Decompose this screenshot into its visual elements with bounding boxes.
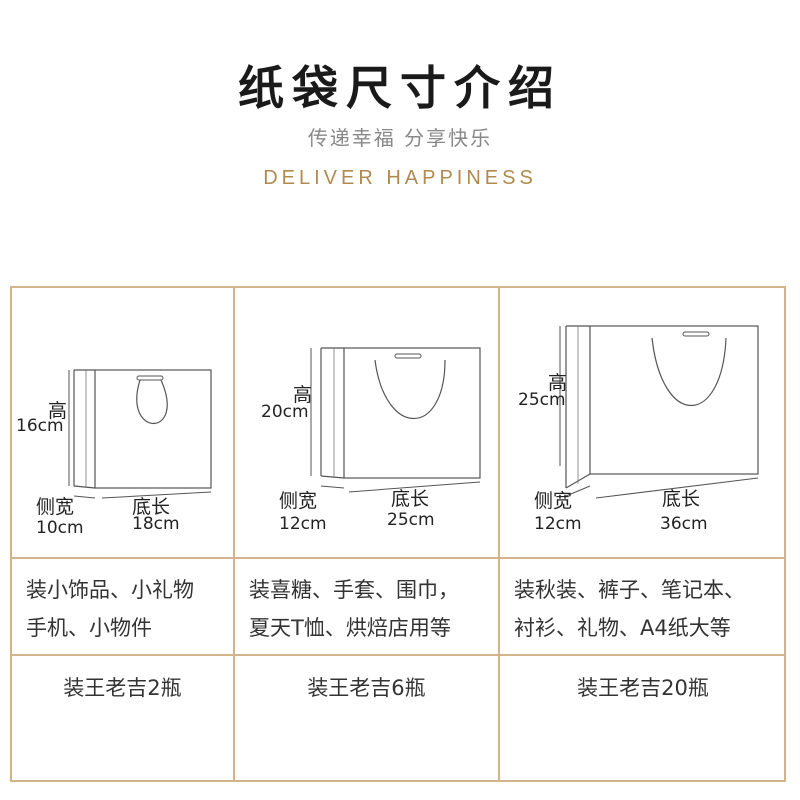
side-label: 侧宽 [534, 490, 573, 512]
bag-diagram-small: 高 16cm 侧宽 10cm 底长 18cm [12, 288, 233, 557]
use-line: 装小饰品、小礼物 [26, 578, 194, 602]
bag-diagram-medium: 高 20cm 侧宽 12cm 底长 25cm [235, 288, 498, 557]
height-label: 高 [48, 400, 68, 422]
uses-small: 装小饰品、小礼物 手机、小物件 [12, 559, 233, 654]
bag-small-drawing [68, 369, 212, 499]
bottom-label: 底长 [391, 488, 430, 510]
side-value: 10cm [36, 518, 84, 538]
tagline: DELIVER HAPPINESS [263, 167, 537, 189]
bottom-value: 18cm [132, 514, 180, 534]
page-subtitle: 传递幸福 分享快乐 [307, 126, 493, 150]
capacity-large: 装王老吉20瓶 [577, 676, 709, 700]
height-label: 高 [293, 384, 313, 406]
uses-medium: 装喜糖、手套、围巾， 夏天T恤、烘焙店用等 [235, 559, 498, 654]
bag-diagram-large: 高 25cm 侧宽 12cm 底长 36cm [500, 288, 786, 557]
capacity-medium: 装王老吉6瓶 [307, 676, 426, 700]
page-title: 纸袋尺寸介绍 [238, 61, 562, 115]
side-value: 12cm [279, 514, 327, 534]
height-label: 高 [548, 372, 568, 394]
use-line: 装秋装、裤子、笔记本、 [514, 578, 745, 602]
side-label: 侧宽 [279, 490, 318, 512]
use-line: 夏天T恤、烘焙店用等 [249, 616, 451, 640]
capacity-small: 装王老吉2瓶 [63, 676, 182, 700]
uses-large: 装秋装、裤子、笔记本、 衬衫、礼物、A4纸大等 [500, 559, 786, 654]
bottom-label: 底长 [662, 488, 701, 510]
height-value: 16cm [16, 416, 64, 436]
column-divider [233, 288, 235, 780]
use-line: 装喜糖、手套、围巾， [249, 578, 459, 602]
column-divider [498, 288, 500, 780]
row-divider [12, 654, 784, 656]
side-value: 12cm [534, 514, 582, 534]
row-divider [12, 557, 784, 559]
bottom-value: 36cm [660, 514, 708, 534]
bag-large-drawing [559, 325, 759, 499]
size-table: 高 16cm 侧宽 10cm 底长 18cm 高 20cm 侧宽 12cm 底长… [10, 286, 786, 782]
use-line: 衬衫、礼物、A4纸大等 [514, 616, 731, 640]
height-value: 20cm [261, 402, 309, 422]
use-line: 手机、小物件 [26, 616, 152, 640]
height-value: 25cm [518, 390, 566, 410]
side-label: 侧宽 [36, 496, 75, 518]
bottom-label: 底长 [132, 496, 171, 518]
bottom-value: 25cm [387, 510, 435, 530]
bag-medium-drawing [310, 347, 481, 493]
